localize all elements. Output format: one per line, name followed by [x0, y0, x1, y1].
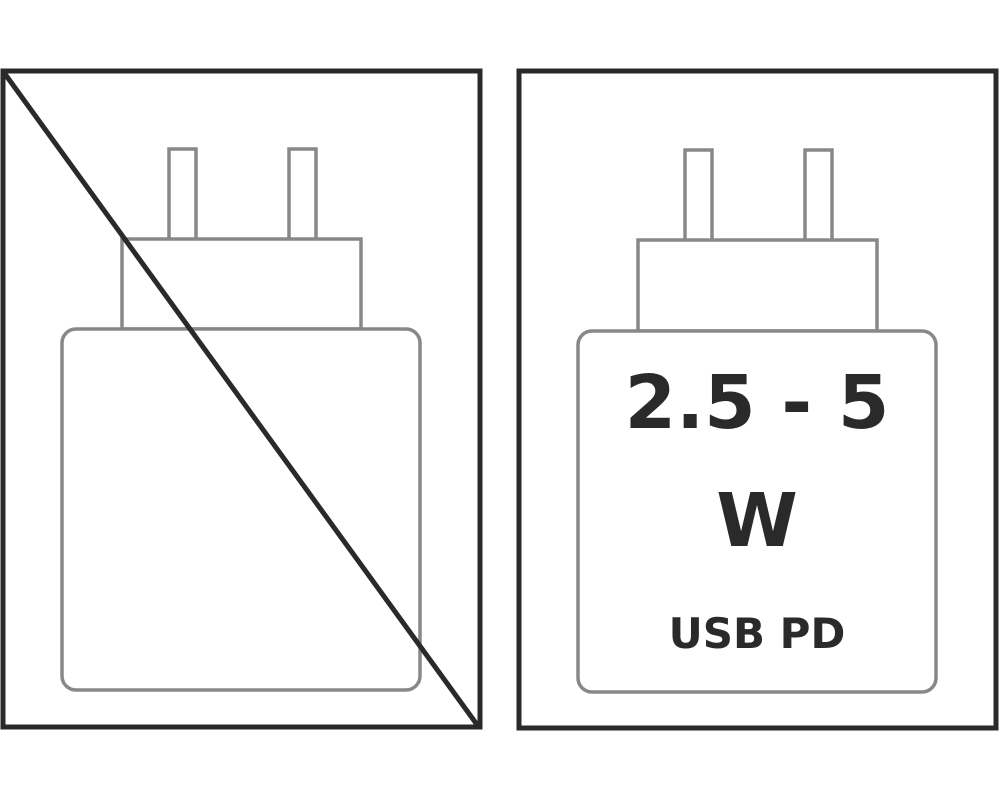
plug-neck: [636, 238, 879, 333]
power-range-label: 2.5 - 5: [625, 360, 890, 446]
plug-prong-left: [167, 147, 198, 243]
charger-body: [60, 327, 422, 692]
plug-prong-left: [683, 148, 714, 243]
plug-prong-right: [803, 148, 834, 243]
charger-icon-crossed: [60, 147, 422, 692]
charger-icon: [576, 148, 938, 694]
power-unit-label: W: [716, 478, 798, 564]
plug-prong-right: [287, 147, 318, 243]
right-panel: 2.5 - 5 W USB PD: [516, 68, 999, 731]
left-panel: [0, 68, 483, 730]
charger-body: [576, 329, 938, 694]
cross-out-line: [2, 72, 481, 728]
plug-neck: [120, 237, 363, 331]
protocol-label: USB PD: [669, 609, 846, 658]
